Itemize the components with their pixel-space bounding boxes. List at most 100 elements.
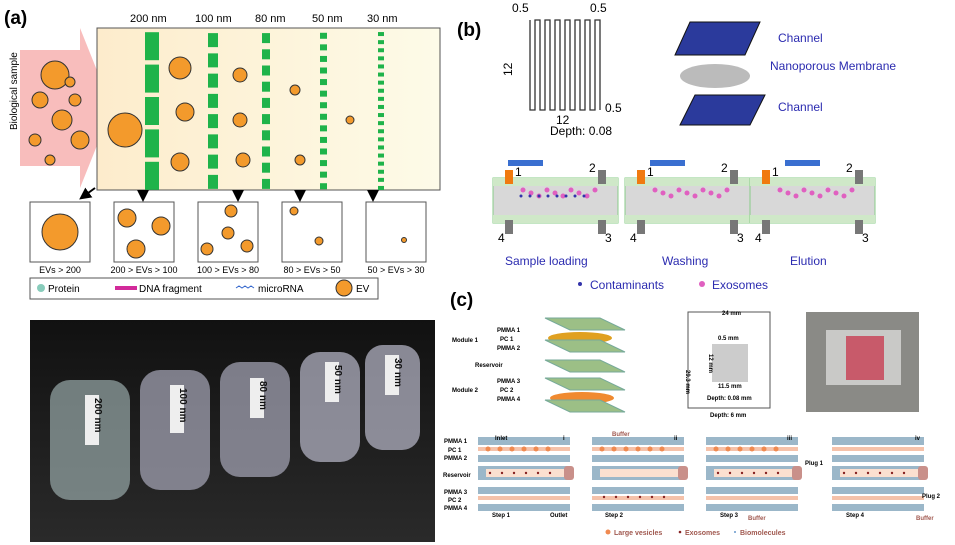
outlet: Outlet (550, 513, 567, 519)
filter-pore-wall (320, 79, 327, 86)
pc-membrane (832, 447, 924, 451)
exosome (777, 187, 783, 193)
exosome (614, 495, 618, 499)
exosome (776, 471, 780, 475)
exosome (728, 471, 732, 475)
large-vesicle (485, 446, 491, 452)
port-valve (730, 220, 738, 234)
sample-evs (28, 60, 90, 166)
layer: PMMA 3 (497, 379, 521, 385)
exosome (520, 187, 526, 193)
dim: 0.5 mm (718, 336, 739, 342)
exosome (548, 471, 552, 475)
step-num: iii (787, 436, 792, 442)
dim: Depth: 0.08 mm (707, 396, 752, 402)
row-label: PMMA 1 (444, 439, 468, 445)
pmma-layer (706, 504, 798, 511)
filter-pore-wall (320, 183, 327, 190)
dim: 12 (501, 62, 515, 76)
filter-pore-wall (378, 104, 384, 109)
column-50nm: 50 nm (312, 13, 343, 25)
filter-pore-wall (208, 33, 218, 48)
panel-b-label: (b) (457, 20, 481, 41)
photo-labels: 200 nm 100 nm 80 nm 50 nm 30 nm (85, 355, 403, 445)
layer: PC 1 (500, 337, 514, 343)
pmma-layer (832, 437, 924, 445)
port-number: 4 (498, 231, 505, 245)
filter-pore-wall (378, 48, 384, 53)
exosome (602, 495, 606, 499)
filter-pore-wall (320, 102, 327, 109)
dim: 12 mm (707, 354, 713, 373)
exosome (568, 187, 574, 193)
stack-labels: Module 1 PMMA 1 PC 1 PMMA 2 Reservoir Mo… (452, 328, 521, 403)
filter-pore-wall (262, 33, 270, 44)
dim: 12 (556, 113, 570, 127)
layer-channel-top: Channel (778, 31, 823, 45)
port-number: 2 (846, 161, 853, 175)
exosome (854, 471, 858, 475)
ev-icon (335, 279, 353, 297)
filter-pore-wall (320, 67, 327, 74)
inlet: Inlet (495, 436, 507, 442)
pmma-layer (832, 455, 924, 462)
filter-pore-wall (262, 114, 270, 125)
step-4: Step 4 (846, 513, 865, 519)
contaminant (573, 194, 577, 198)
exosome (700, 187, 706, 193)
exosome (716, 471, 720, 475)
contaminant (564, 194, 568, 198)
large-vesicle (659, 446, 665, 452)
top-channel (493, 178, 618, 186)
large-vesicle (749, 446, 755, 452)
port-valve (598, 170, 606, 184)
contaminant (519, 194, 523, 198)
pc-membrane (478, 496, 570, 500)
row-labels: PMMA 1 PC 1 PMMA 2 Reservoir PMMA 3 PC 2… (443, 439, 471, 512)
filter-pore-wall (378, 177, 384, 182)
bin-label: 80 > EVs > 50 (283, 265, 340, 275)
filter-pore-wall (208, 134, 218, 149)
pmma-layer (832, 504, 924, 511)
exosome-dot-icon (678, 530, 682, 534)
step-num: iv (915, 436, 921, 442)
exosome-icon (699, 281, 705, 287)
filter-pore-wall (378, 113, 384, 118)
port-valve (505, 220, 513, 234)
exosome (652, 187, 658, 193)
exosome (825, 187, 831, 193)
column-30nm: 30 nm (367, 13, 398, 25)
filter-pore-wall (208, 53, 218, 68)
exosome (716, 193, 722, 199)
exosome (866, 471, 870, 475)
chip-channel (712, 344, 748, 382)
layer-stack (674, 21, 766, 126)
filter-pore-wall (378, 145, 384, 150)
filter-pore-wall (145, 129, 159, 158)
exosome (592, 187, 598, 193)
buffer: Buffer (916, 516, 934, 522)
filter-pore-wall (208, 93, 218, 108)
large-vesicle (737, 446, 743, 452)
photo-label: 30 nm (392, 358, 403, 387)
exosome (833, 190, 839, 196)
port-number: 3 (605, 231, 612, 245)
port-number: 1 (515, 165, 522, 179)
buffer: Buffer (612, 432, 630, 438)
exosome (584, 193, 590, 199)
filter-pore-wall (145, 97, 159, 125)
contaminant (555, 194, 559, 198)
filter-pore-wall (262, 162, 270, 173)
contaminant (528, 194, 532, 198)
bottom-channel (750, 215, 875, 223)
exosome (724, 187, 730, 193)
step-labels: Sample loading Washing Elution (505, 254, 827, 268)
exosome (740, 471, 744, 475)
exosome (890, 471, 894, 475)
port-number: 4 (755, 231, 762, 245)
large-vesicle (623, 446, 629, 452)
legend-exosomes-c: Exosomes (685, 530, 720, 537)
port-number: 2 (721, 161, 728, 175)
legend-large-vesicles: Large vesicles (614, 530, 662, 537)
step-c-labels: Step 1 i Inlet Outlet Step 2 ii Buffer S… (492, 432, 941, 522)
